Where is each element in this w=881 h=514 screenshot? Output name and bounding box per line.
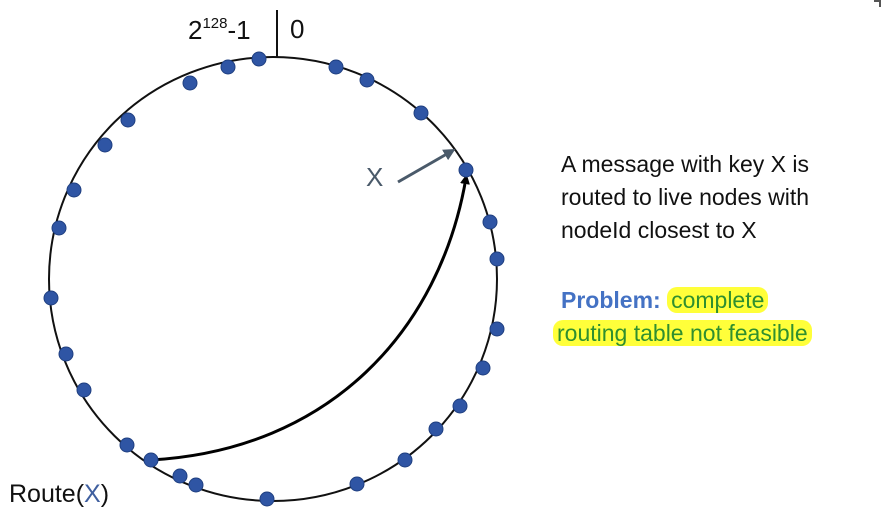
max-id-suffix: -1 xyxy=(227,15,251,45)
ring-nodes xyxy=(43,51,505,507)
node-route-origin xyxy=(143,452,159,468)
description-line-1: A message with key X is xyxy=(561,151,809,177)
node xyxy=(119,437,135,453)
max-id-label: 2128-1 xyxy=(188,16,251,43)
route-suffix: ) xyxy=(100,480,110,508)
description-line-3: nodeId closest to X xyxy=(561,217,757,243)
node xyxy=(182,75,198,91)
node xyxy=(489,251,505,267)
node xyxy=(482,214,498,230)
key-x-label: X xyxy=(366,162,384,192)
corner-mark xyxy=(874,0,881,7)
node xyxy=(452,398,468,414)
node xyxy=(428,421,444,437)
route-label: Route(X) xyxy=(9,482,109,507)
problem-label: Problem: xyxy=(561,287,661,313)
node xyxy=(97,137,113,153)
node xyxy=(188,477,204,493)
node xyxy=(259,491,275,507)
node xyxy=(58,346,74,362)
route-key: X xyxy=(84,480,101,508)
node xyxy=(397,452,413,468)
id-ring xyxy=(48,56,498,502)
max-id-base: 2 xyxy=(188,15,203,45)
zero-id-label: 0 xyxy=(290,14,305,44)
description-line-2: routed to live nodes with xyxy=(561,184,810,210)
node xyxy=(413,105,429,121)
routing-description: A message with key X is routed to live n… xyxy=(561,148,879,247)
node xyxy=(172,468,188,484)
node xyxy=(43,290,59,306)
key-pointer-arrow xyxy=(397,149,456,184)
node xyxy=(220,59,236,75)
node-key-target xyxy=(458,162,474,178)
node xyxy=(51,220,67,236)
problem-highlight-2: routing table not feasible xyxy=(553,320,812,346)
node xyxy=(349,476,365,492)
node xyxy=(251,51,267,67)
route-path xyxy=(150,174,470,462)
max-id-exponent: 128 xyxy=(202,15,228,32)
node xyxy=(120,112,136,128)
node xyxy=(76,382,92,398)
node xyxy=(359,72,375,88)
problem-line-2: routing table not feasible xyxy=(553,317,879,350)
node xyxy=(475,360,491,376)
route-prefix: Route( xyxy=(9,480,85,508)
node xyxy=(489,321,505,337)
problem-statement: Problem: complete routing table not feas… xyxy=(553,284,879,350)
problem-line-1: Problem: complete xyxy=(553,284,879,317)
node xyxy=(66,182,82,198)
problem-highlight-1: complete xyxy=(667,287,769,313)
node xyxy=(328,59,344,75)
